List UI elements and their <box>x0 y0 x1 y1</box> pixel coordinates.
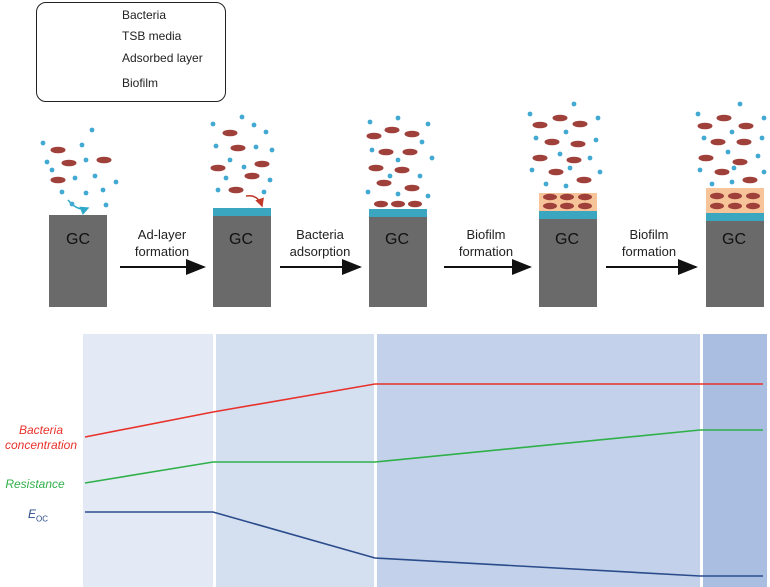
step-label-3: Biofilm formation <box>446 226 526 260</box>
step-label-4: Biofilm formation <box>609 226 689 260</box>
bacteria-concentration-label-line1: Bacteria <box>18 423 64 437</box>
bacteria-group <box>532 114 592 184</box>
band-1 <box>83 334 213 587</box>
bacteria-group <box>366 126 420 192</box>
adsorbed-bacteria <box>374 200 422 208</box>
step-label-2-line1: Bacteria <box>296 227 344 242</box>
gc-label-4: GC <box>555 231 579 248</box>
resistance-line <box>84 429 763 484</box>
step-label-3-line2: formation <box>458 244 514 259</box>
legend-biofilm-label: Biofilm <box>122 76 159 90</box>
legend-tsb-media-label: TSB media <box>122 29 182 43</box>
bacteria-concentration-line <box>84 383 763 438</box>
eoc-label-subscript: OC <box>36 514 48 524</box>
legend-bacteria-label: Bacteria <box>122 8 167 22</box>
gc-label-2: GC <box>229 231 253 248</box>
stage-4 <box>527 101 603 307</box>
bacteria-group <box>50 146 112 184</box>
adsorption-curve-arrow <box>67 199 90 215</box>
stage-1 <box>40 127 119 307</box>
step-label-1-line1: Ad-layer <box>137 227 187 242</box>
media-dots <box>210 114 275 195</box>
biofilm-bacteria <box>543 193 592 210</box>
gc-substrate <box>369 217 427 307</box>
biofilm-bacteria <box>710 192 760 210</box>
trend-panel <box>83 334 767 587</box>
bacteria-concentration-label: Bacteria concentration <box>0 423 82 453</box>
eoc-line <box>85 511 763 577</box>
adsorbed-layer <box>213 208 271 216</box>
media-dots <box>365 115 435 199</box>
band-2 <box>216 334 374 587</box>
adsorbed-layer <box>369 209 427 217</box>
band-4 <box>703 334 767 587</box>
gc-substrate <box>49 215 107 307</box>
resistance-label: Resistance <box>5 477 65 491</box>
step-label-1-line2: formation <box>134 244 190 259</box>
step-label-2-line2: adsorption <box>289 244 351 259</box>
gc-substrate <box>213 216 271 307</box>
step-label-4-line2: formation <box>621 244 677 259</box>
media-dots <box>40 127 119 208</box>
stage-5 <box>695 101 767 307</box>
legend-adsorbed-layer-label: Adsorbed layer <box>122 51 203 65</box>
media-dots <box>695 101 767 187</box>
gc-label-1: GC <box>66 231 90 248</box>
step-label-2: Bacteria adsorption <box>280 226 360 260</box>
adsorbed-layer <box>539 211 597 219</box>
gc-substrate <box>539 219 597 307</box>
eoc-label: EOC <box>0 507 76 526</box>
eoc-label-main: E <box>27 507 36 521</box>
gc-label-5: GC <box>722 231 746 248</box>
media-dots <box>527 101 603 189</box>
step-label-1: Ad-layer formation <box>122 226 202 260</box>
legend <box>36 2 226 102</box>
bacteria-concentration-label-line2: concentration <box>4 438 78 452</box>
stage-2 <box>210 114 275 307</box>
adsorption-curve-arrow <box>245 194 264 208</box>
gc-label-3: GC <box>385 231 409 248</box>
step-label-3-line1: Biofilm <box>466 227 506 242</box>
bacteria-group <box>697 114 758 184</box>
gc-substrate <box>706 221 764 307</box>
biofilm-layer <box>706 188 764 213</box>
band-3 <box>377 334 700 587</box>
step-label-4-line1: Biofilm <box>629 227 669 242</box>
stage-3 <box>365 115 435 307</box>
bacteria-group <box>210 129 270 194</box>
adsorbed-layer <box>706 213 764 221</box>
